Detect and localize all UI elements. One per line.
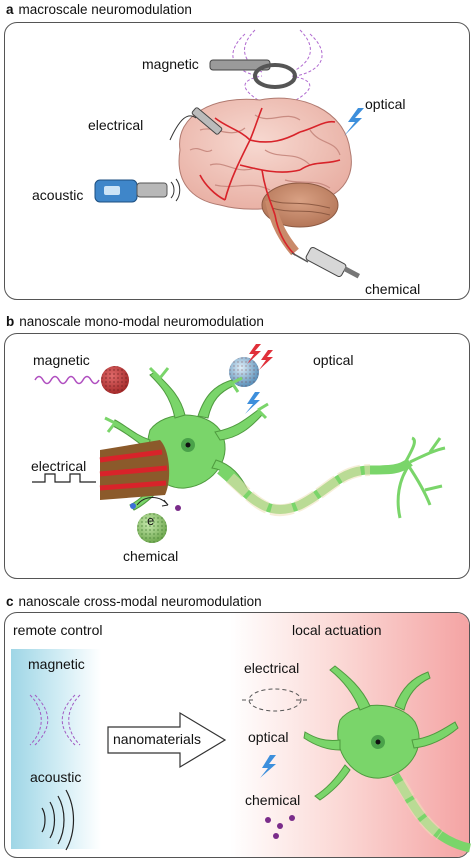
panel-b-title: b nanoscale mono-modal neuromodulation (6, 314, 264, 329)
molecule-dot (130, 503, 136, 509)
blood-vessels (199, 107, 341, 256)
lightning-icon-c (260, 755, 276, 778)
magnetic-coil (209, 59, 297, 89)
label-magnetic-b: magnetic (33, 352, 90, 368)
chemical-molecules (265, 815, 295, 839)
label-local-actuation: local actuation (292, 622, 382, 638)
panel-c-letter: c (6, 594, 14, 609)
label-electrical-c: electrical (244, 660, 300, 676)
label-optical-b: optical (313, 352, 354, 368)
remote-control-zone (11, 649, 101, 849)
label-nanomaterials: nanomaterials (113, 731, 201, 747)
magnetic-field-c (29, 694, 81, 746)
blue-lightning-icon (245, 392, 260, 414)
label-optical-a: optical (365, 96, 406, 112)
label-acoustic-c: acoustic (30, 769, 82, 785)
brain (178, 97, 352, 256)
label-electrical-b: electrical (31, 458, 87, 474)
panel-a-title-text: macroscale neuromodulation (18, 2, 192, 17)
electrical-pulse (32, 473, 96, 483)
panel-b-title-text: nanoscale mono-modal neuromodulation (19, 314, 264, 329)
label-electrical-a: electrical (88, 117, 144, 133)
magnetic-wave (34, 375, 100, 385)
acoustic-device (94, 178, 181, 203)
label-electron: e (147, 513, 155, 528)
acoustic-waves (41, 789, 75, 851)
electrical-loops (242, 688, 310, 712)
panel-c-title-text: nanoscale cross-modal neuromodulation (18, 594, 262, 609)
nanomaterials-arrow (107, 711, 227, 769)
lightning-icon (344, 108, 364, 136)
panel-a-letter: a (6, 2, 14, 17)
label-optical-c: optical (248, 729, 289, 745)
label-chemical-b: chemical (123, 548, 179, 564)
label-chemical-a: chemical (365, 281, 421, 297)
red-lightning-icon (247, 344, 261, 364)
electrical-probe (169, 107, 223, 141)
electrical-wrap (99, 440, 170, 500)
panel-b-letter: b (6, 314, 15, 329)
axon-terminal (396, 436, 446, 519)
neuron-c (303, 665, 459, 801)
panel-b-illustration (32, 344, 446, 543)
label-chemical-c: chemical (245, 792, 301, 808)
syringe (291, 246, 361, 279)
label-magnetic-a: magnetic (142, 56, 199, 72)
label-magnetic-c: magnetic (28, 656, 85, 672)
label-remote-control: remote control (13, 622, 103, 638)
label-acoustic-a: acoustic (32, 187, 84, 203)
panel-a-title: a macroscale neuromodulation (6, 2, 192, 17)
panel-c-title: c nanoscale cross-modal neuromodulation (6, 594, 262, 609)
panel-a-illustration (94, 29, 364, 279)
